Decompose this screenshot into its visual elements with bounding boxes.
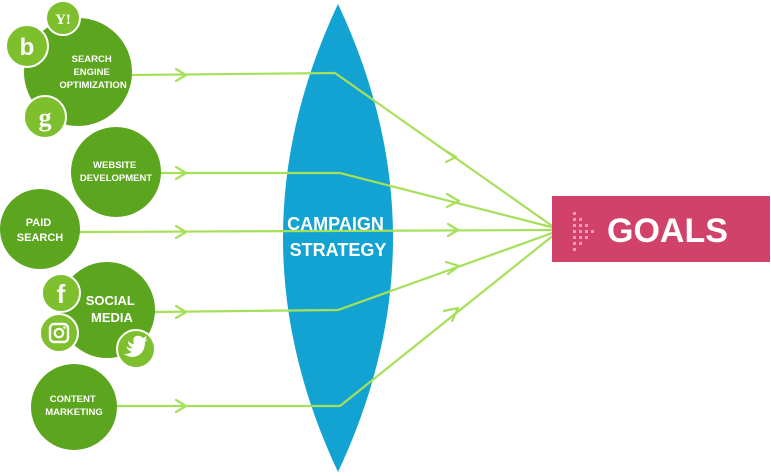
website-line-1: WEBSITE: [93, 160, 136, 171]
arrow-head-paid-1: [174, 224, 188, 240]
svg-text:CONTENT MARKETING: CONTENT MARKETING: [45, 394, 103, 418]
website-line-2: DEVELOPMENT: [80, 173, 153, 184]
arrow-head-website-2: [445, 192, 461, 209]
content-marketing-line-2: MARKETING: [45, 407, 103, 418]
arrow-head-social-1: [174, 304, 188, 320]
content-marketing-circle: [31, 364, 117, 450]
website-circle: [71, 127, 161, 217]
paid-search-line-1: PAID: [26, 217, 52, 229]
svg-text:b: b: [20, 34, 35, 61]
connector-content-marketing: [112, 233, 556, 408]
svg-text:WEBSITE DEVELOPMENT: WEBSITE DEVELOPMENT: [80, 160, 153, 184]
goals-rect: [552, 196, 770, 262]
arrow-head-seo-1: [174, 67, 188, 83]
seo-line-2: ENGINE: [73, 67, 109, 78]
instagram-icon: [39, 313, 79, 353]
arrow-head-website-1: [174, 165, 188, 181]
connector-lines: [77, 67, 556, 414]
social-media-line-2: MEDIA: [91, 310, 134, 325]
node-search-engine-optimization: SEARCH ENGINE OPTIMIZATION Y! b g: [5, 0, 132, 139]
seo-line-3: OPTIMIZATION: [59, 80, 127, 91]
goals-label: GOALS: [607, 212, 728, 250]
node-social-media: SOCIAL MEDIA f: [39, 262, 156, 369]
svg-text:f: f: [57, 279, 66, 309]
arrow-head-content-2: [442, 306, 460, 323]
svg-text:PAID SEARCH: PAID SEARCH: [17, 217, 64, 244]
arrow-head-content-1: [174, 398, 188, 414]
paid-search-line-2: SEARCH: [17, 232, 64, 244]
node-content-marketing: CONTENT MARKETING: [31, 364, 117, 450]
svg-text:SOCIAL MEDIA: SOCIAL MEDIA: [86, 293, 139, 325]
svg-text:SEARCH ENGINE OPTI: SEARCH ENGINE OPTIMIZATION: [59, 54, 127, 91]
lens-label: CAMPAIGN STRATEGY: [287, 214, 389, 260]
yahoo-icon: Y!: [45, 0, 81, 36]
arrow-head-seo-2: [441, 147, 458, 164]
paid-search-circle: [0, 189, 80, 269]
connector-seo: [131, 71, 556, 229]
content-marketing-line-1: CONTENT: [50, 394, 96, 405]
connector-website: [160, 171, 556, 230]
goals-box: GOALS: [552, 196, 770, 262]
lens-line-1: CAMPAIGN: [287, 214, 384, 234]
node-paid-search: PAID SEARCH: [0, 189, 80, 269]
node-website-development: WEBSITE DEVELOPMENT: [71, 127, 161, 217]
arrow-head-social-2: [444, 260, 461, 276]
bing-icon: b: [5, 24, 49, 68]
seo-line-1: SEARCH: [72, 54, 112, 65]
connector-social-media: [149, 230, 556, 314]
twitter-icon: [116, 329, 156, 369]
svg-text:g: g: [39, 103, 52, 132]
facebook-icon: f: [41, 273, 81, 313]
svg-text:Y!: Y!: [55, 12, 71, 28]
google-icon: g: [23, 95, 67, 139]
connector-paid-search: [77, 228, 556, 234]
play-arrow-icon: [573, 212, 594, 251]
campaign-strategy-lens: [283, 4, 393, 472]
arrow-head-paid-2: [446, 222, 460, 238]
social-media-line-1: SOCIAL: [86, 293, 135, 308]
lens-line-2: STRATEGY: [290, 240, 387, 260]
